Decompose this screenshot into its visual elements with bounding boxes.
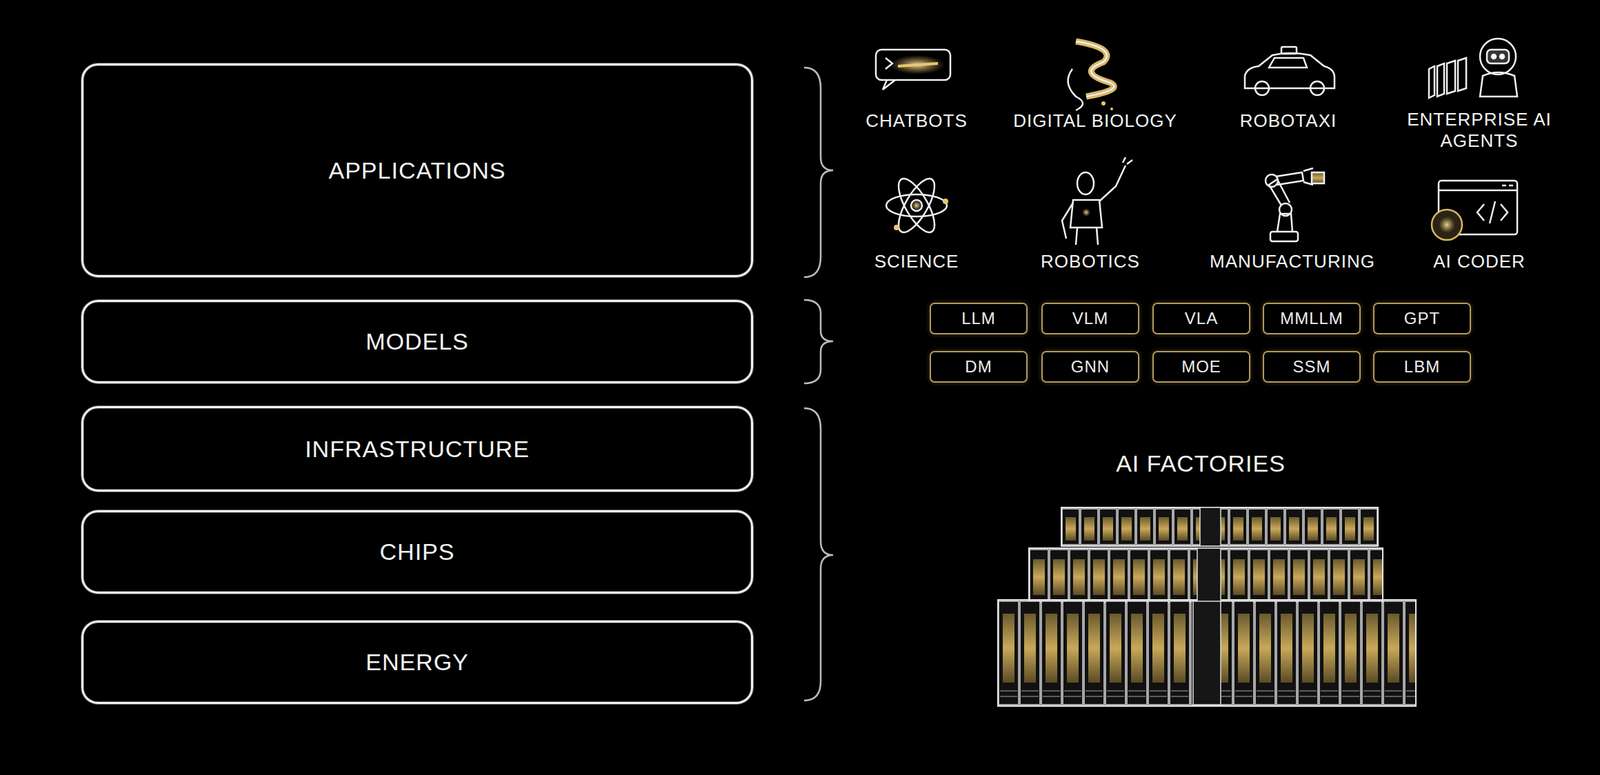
code-window-icon xyxy=(1431,180,1518,240)
layer-box: INFRASTRUCTURE xyxy=(81,406,754,492)
model-label: MMLLM xyxy=(1280,308,1344,329)
model-label: SSM xyxy=(1292,357,1331,377)
section-title: AI FACTORIES xyxy=(1115,449,1286,478)
layer-label: APPLICATIONS xyxy=(328,157,507,185)
layer-label: CHIPS xyxy=(380,538,456,566)
ai-factory-racks xyxy=(997,507,1416,707)
layer-label: MODELS xyxy=(365,328,469,356)
application-label: MANUFACTURING xyxy=(1209,251,1376,273)
application-label: CHATBOTS xyxy=(865,110,968,132)
humanoid-robot-icon xyxy=(1062,157,1133,245)
model-label: VLM xyxy=(1072,308,1109,329)
application-label: SCIENCE xyxy=(874,251,960,273)
layer-label: INFRASTRUCTURE xyxy=(304,435,530,463)
model-label: VLA xyxy=(1184,308,1218,329)
application-label: ROBOTICS xyxy=(1040,251,1140,273)
enterprise-agents-icon xyxy=(1428,38,1518,98)
model-box: SSM xyxy=(1262,351,1361,383)
model-box: DM xyxy=(929,351,1028,383)
layer-box: APPLICATIONS xyxy=(81,63,754,278)
application-label: ENTERPRISE AI AGENTS xyxy=(1405,108,1554,152)
curly-brackets xyxy=(804,67,834,701)
model-box: MMLLM xyxy=(1262,302,1361,335)
chatbot-icon xyxy=(875,49,951,90)
model-label: LBM xyxy=(1404,357,1440,377)
robot-arm-icon xyxy=(1265,168,1325,242)
model-box: GPT xyxy=(1373,302,1472,335)
layer-box: MODELS xyxy=(81,300,754,384)
layer-box: ENERGY xyxy=(81,620,754,705)
layer-label: ENERGY xyxy=(365,648,469,676)
model-label: GNN xyxy=(1071,357,1110,377)
model-box: LBM xyxy=(1373,351,1472,383)
model-box: MOE xyxy=(1152,351,1251,383)
application-label: AI CODER xyxy=(1433,251,1526,273)
model-box: VLM xyxy=(1041,302,1140,335)
layer-box: CHIPS xyxy=(81,510,754,594)
dna-icon xyxy=(1068,41,1115,111)
model-label: LLM xyxy=(961,308,996,329)
model-box: LLM xyxy=(929,302,1028,335)
model-label: MOE xyxy=(1181,357,1222,377)
model-box: VLA xyxy=(1152,302,1251,335)
model-label: DM xyxy=(964,357,992,377)
application-label: DIGITAL BIOLOGY xyxy=(1013,110,1178,132)
atom-icon xyxy=(886,173,949,238)
model-box: GNN xyxy=(1041,351,1140,383)
model-label: GPT xyxy=(1404,308,1440,329)
robotaxi-icon xyxy=(1244,46,1335,96)
application-label: ROBOTAXI xyxy=(1240,110,1337,132)
